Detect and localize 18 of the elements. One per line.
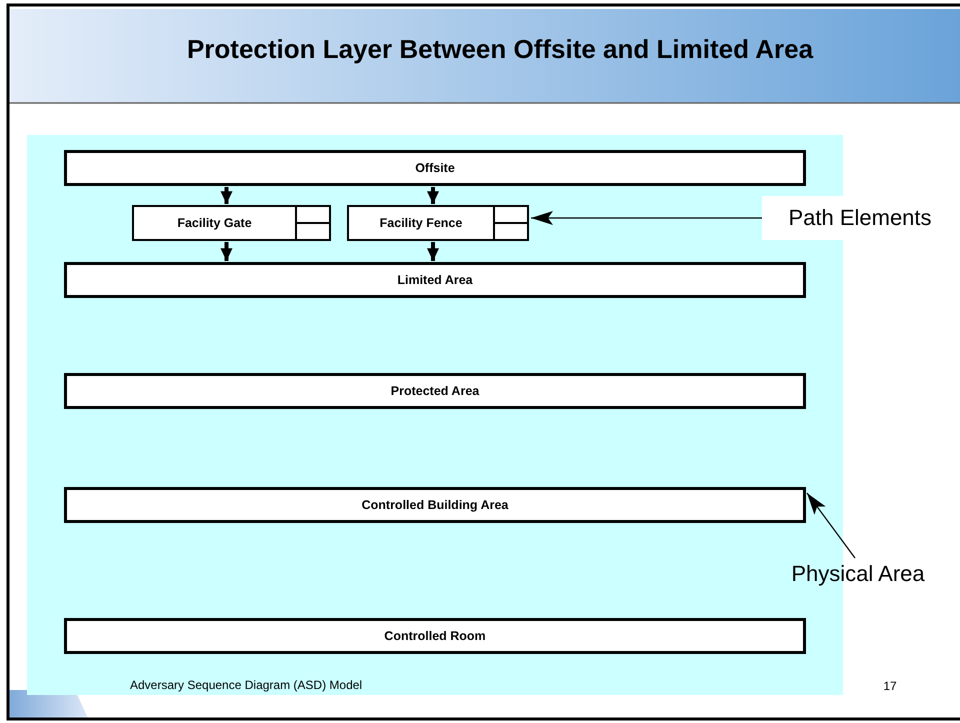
area-box: Limited Area: [64, 262, 806, 298]
leader-arrow: [806, 492, 856, 558]
area-box: Protected Area: [64, 373, 806, 409]
area-box: Controlled Building Area: [64, 487, 806, 523]
page-number: 17: [882, 679, 898, 693]
area-box: Offsite: [64, 150, 806, 186]
callout-label: Path Elements: [788, 205, 932, 231]
footer-text: Adversary Sequence Diagram (ASD) Model: [130, 678, 364, 692]
leader-arrow: [531, 211, 762, 225]
arrow: [427, 187, 439, 204]
path-element-box: Facility Fence: [347, 205, 529, 241]
arrow: [220, 242, 232, 261]
arrow: [220, 187, 232, 204]
area-box: Controlled Room: [64, 618, 806, 654]
arrow: [427, 242, 439, 261]
callout-label: Physical Area: [791, 561, 925, 587]
path-element-box: Facility Gate: [132, 205, 331, 241]
slide-title: Protection Layer Between Offsite and Limited Area: [186, 34, 814, 65]
